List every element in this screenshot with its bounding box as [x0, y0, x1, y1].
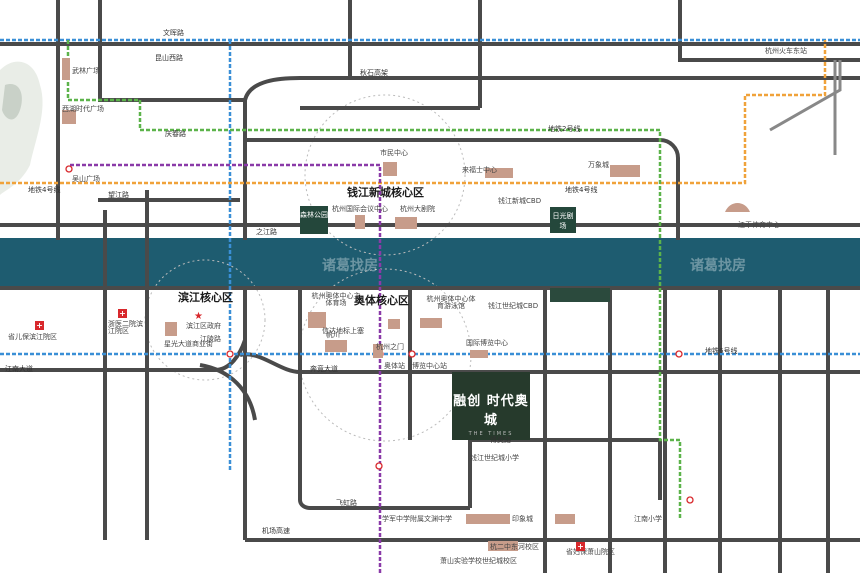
road-kunshan: 昆山西路	[155, 54, 183, 62]
hospital-icon: +	[35, 321, 44, 330]
place-hz-gate: 杭州之门	[376, 343, 404, 351]
binjiang-radius	[144, 259, 266, 381]
metro-orange	[0, 40, 827, 185]
place-hz2: 杭二中东河校区	[490, 543, 539, 551]
place-women-hospital: 省妇保萧山院区	[566, 548, 615, 556]
place-citizen: 市民中心	[380, 149, 408, 157]
zone-aoti: 奥体核心区	[354, 294, 409, 307]
station-stadium: 奥体站	[384, 362, 405, 370]
metro2-label: 地铁2号线	[548, 125, 581, 133]
place-tennis: 杭州奥体中心体育游泳馆	[426, 295, 476, 310]
station-bocao: 博览中心站	[412, 362, 447, 370]
place-olympic-center: 杭州奥体中心主体育场	[311, 292, 361, 307]
place-qjcbd2: 钱江世纪城CBD	[488, 302, 539, 310]
watermark-text: 诸葛找房	[690, 258, 746, 274]
place-wanxiang: 万象城	[588, 161, 609, 169]
road-feihong: 飞虹路	[336, 499, 357, 507]
place-xihu-square: 西湖时代广场	[62, 105, 104, 113]
place-ashi: 信达地标上塞	[322, 327, 364, 335]
road-bocao2: 博奥路	[490, 436, 511, 444]
west-lake	[0, 61, 43, 195]
metro6-label: 地铁6号线	[705, 347, 738, 355]
hospital-icon: +	[118, 309, 127, 318]
place-expo: 国际博览中心	[466, 339, 508, 347]
place-experimental: 萧山实验学校世纪城校区	[440, 557, 517, 565]
project-en-name: THE TIMES	[468, 431, 514, 437]
place-sail: 帆川	[326, 331, 340, 339]
government-star-icon: ★	[194, 311, 203, 322]
place-grandtheater: 杭州大剧院	[400, 205, 435, 213]
qiantang-river	[0, 238, 860, 288]
place-wulin: 武林广场	[72, 67, 100, 75]
place-convention: 杭州国际会议中心	[332, 205, 388, 213]
sunset-block: 日光剧场	[550, 207, 576, 233]
road-jichang: 机场高速	[262, 527, 290, 535]
road-zhijiang: 之江路	[256, 228, 277, 236]
place-wushan: 吴山广场	[72, 175, 100, 183]
secondary-roads	[769, 60, 842, 155]
place-school2: 学军中学附属文渊中学	[382, 515, 452, 523]
place-xingguang: 星光大道商业街	[164, 340, 213, 348]
place-printing: 印象城	[512, 515, 533, 523]
zone-qjxc: 钱江新城核心区	[347, 186, 424, 199]
place-hospital2: 浙医二院滨江院区	[108, 320, 143, 335]
project-the-times[interactable]: 融创 时代奥城 THE TIMES	[452, 372, 530, 440]
forest-park: 森林公园	[300, 206, 328, 234]
road-wangjiang: 望江路	[108, 191, 129, 199]
qjxc-radius	[304, 94, 466, 256]
landmark-buildings	[62, 58, 750, 551]
metro4-label-left: 地铁4号线	[28, 186, 61, 194]
road-qingchun: 庆春路	[165, 130, 186, 138]
zone-binjiang: 滨江核心区	[178, 291, 233, 304]
watermark-text: 诸葛找房	[322, 258, 378, 274]
river-block	[550, 288, 610, 302]
place-qjcbd: 钱江新城CBD	[498, 197, 542, 205]
place-laifu: 来福士中心	[462, 166, 497, 174]
metro4-label-right: 地铁4号线	[565, 186, 598, 194]
place-city-station: 杭州火车东站	[765, 47, 807, 55]
road-jiangnan: 江南大道	[5, 365, 33, 373]
project-name: 融创 时代奥城	[453, 394, 529, 428]
place-school1: 钱江世纪城小学	[470, 454, 519, 462]
metro-purple	[70, 163, 382, 573]
road-wenhui: 文晖路	[163, 29, 184, 37]
place-binjiang-gov: 滨江区政府	[186, 322, 221, 330]
road-qiushi: 秋石高架	[360, 69, 388, 77]
place-jianggan-sports: 江干体育中心	[738, 221, 780, 229]
road-bojing: 奔竞大道	[310, 365, 338, 373]
hospital-icon: +	[576, 542, 585, 551]
station-binjiang: 江陵路	[200, 335, 221, 343]
west-lake-island	[2, 84, 22, 120]
place-hospital1: 省儿保滨江院区	[8, 333, 57, 341]
place-jiangnan-school: 江南小学	[634, 515, 662, 523]
